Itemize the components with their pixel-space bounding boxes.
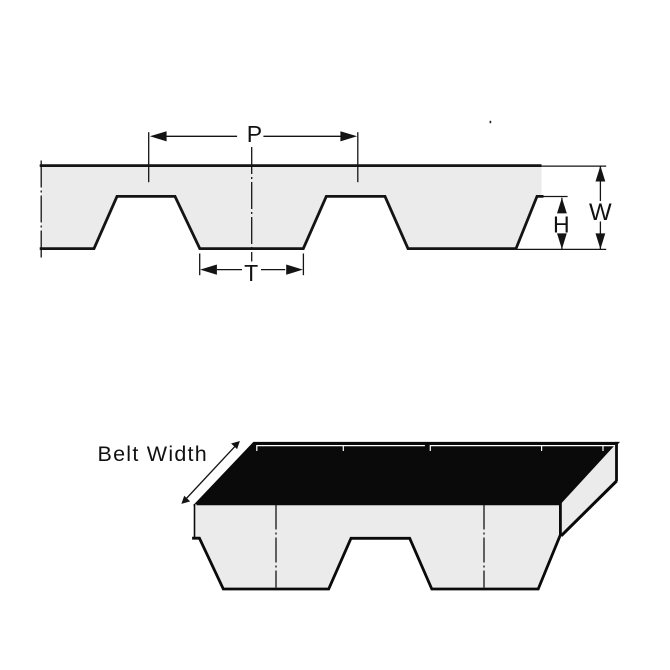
svg-text:Belt Width: Belt Width — [98, 442, 208, 466]
svg-text:W: W — [589, 199, 612, 226]
svg-text:H: H — [553, 212, 570, 238]
svg-text:T: T — [244, 260, 258, 286]
svg-text:P: P — [247, 121, 262, 147]
